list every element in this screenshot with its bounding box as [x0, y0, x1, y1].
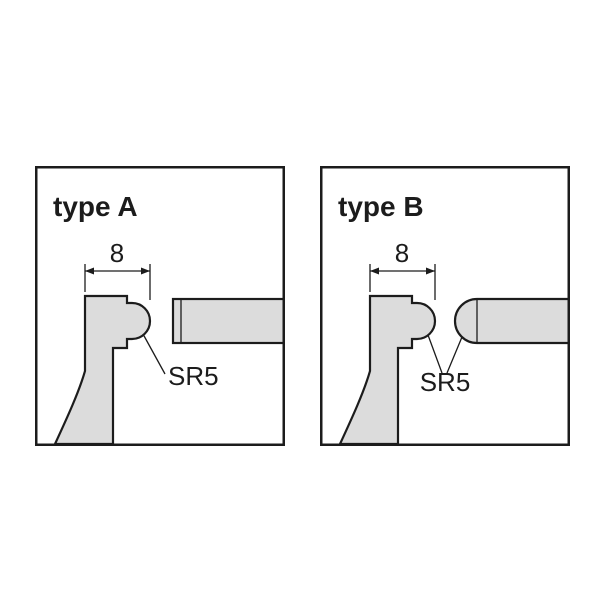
radius-label: SR5 — [168, 361, 219, 391]
panel-b-drawing: 8 SR5 type B — [320, 166, 574, 446]
radius-leader-line-right — [446, 336, 463, 374]
dimension-arrow-right — [426, 267, 435, 275]
dimension-arrow-right — [141, 267, 150, 275]
panel-title: type A — [53, 191, 138, 222]
dimension-label: 8 — [395, 238, 409, 268]
dimension-arrow-left — [370, 267, 379, 275]
spindle-shape — [171, 297, 289, 345]
panel-border — [35, 166, 285, 446]
panel-a-drawing: 8 SR5 type A — [35, 166, 289, 446]
anvil-frame-shape — [338, 294, 437, 446]
panel-title: type B — [338, 191, 424, 222]
panel-border — [320, 166, 570, 446]
radius-leader-line-left — [427, 334, 443, 374]
radius-label: SR5 — [420, 367, 471, 397]
anvil-frame-shape — [53, 294, 152, 446]
dimension-arrow-left — [85, 267, 94, 275]
panel-type-a: 8 SR5 type A — [35, 166, 289, 446]
spindle-shape — [453, 297, 574, 345]
radius-leader-line — [142, 333, 166, 375]
dimension-label: 8 — [110, 238, 124, 268]
panel-type-b: 8 SR5 type B — [320, 166, 574, 446]
